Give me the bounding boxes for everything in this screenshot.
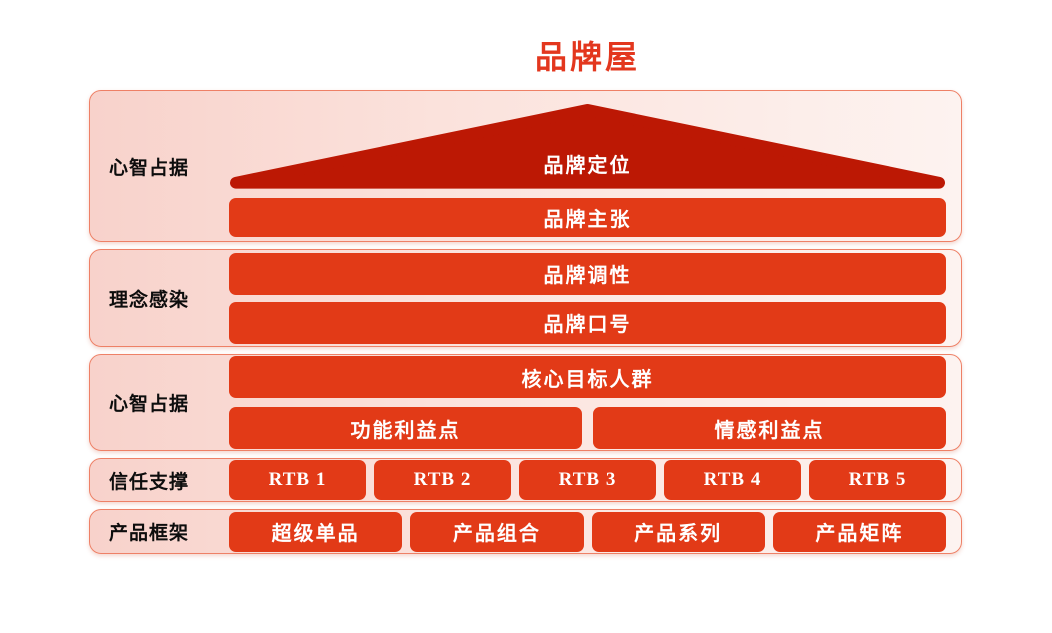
section-label-mindshare: 心智占据 — [109, 394, 190, 415]
section-content: 超级单品 产品组合 产品系列 产品矩阵 — [229, 510, 946, 553]
roof: 品牌定位 — [229, 103, 946, 190]
bar-rtb-2: RTB 2 — [374, 460, 511, 500]
page-title: 品牌屋 — [534, 39, 640, 75]
bar-rtb-5: RTB 5 — [809, 460, 946, 500]
bar-product-matrix: 产品矩阵 — [772, 511, 946, 552]
rtb-row: RTB 1 RTB 2 RTB 3 RTB 4 RTB 5 — [229, 460, 946, 500]
section-product-framework: 产品框架 超级单品 产品组合 产品系列 产品矩阵 — [89, 509, 962, 554]
section-mindshare-benefits: 心智占据 核心目标人群 功能利益点 情感利益点 — [89, 354, 962, 451]
section-mindshare-top: 心智占据 品牌定位 品牌主张 — [89, 90, 962, 242]
bar-rtb-1: RTB 1 — [229, 460, 366, 500]
section-content: 核心目标人群 功能利益点 情感利益点 — [229, 355, 946, 450]
section-label-product-framework: 产品框架 — [109, 523, 190, 544]
bar-rtb-4: RTB 4 — [664, 460, 801, 500]
bar-emotional-benefit: 情感利益点 — [593, 407, 946, 449]
bar-brand-positioning: 品牌定位 — [543, 154, 632, 177]
bar-brand-proposition: 品牌主张 — [229, 197, 946, 237]
section-label-trust-support: 信任支撑 — [109, 471, 190, 493]
section-content: RTB 1 RTB 2 RTB 3 RTB 4 RTB 5 — [229, 459, 946, 501]
title-row: 品牌屋 — [89, 33, 962, 81]
bar-functional-benefit: 功能利益点 — [229, 407, 582, 449]
benefit-row: 功能利益点 情感利益点 — [229, 407, 946, 449]
bar-brand-tonality: 品牌调性 — [229, 252, 946, 295]
brand-house-diagram: 品牌屋 心智占据 品牌定位 品牌主张 理念感染 品牌调性 品牌口号 心智占据 核… — [89, 33, 962, 554]
section-content: 品牌定位 品牌主张 — [229, 91, 946, 241]
bar-core-target-audience: 核心目标人群 — [229, 356, 946, 398]
bar-rtb-3: RTB 3 — [519, 460, 656, 500]
roof-triangle-icon — [229, 103, 946, 189]
section-content: 品牌调性 品牌口号 — [229, 250, 946, 346]
section-concept-influence: 理念感染 品牌调性 品牌口号 — [89, 249, 962, 347]
section-trust-support: 信任支撑 RTB 1 RTB 2 RTB 3 RTB 4 RTB 5 — [89, 458, 962, 502]
bar-hero-product: 超级单品 — [229, 511, 403, 552]
section-label-concept-influence: 理念感染 — [109, 289, 190, 311]
bar-product-series: 产品系列 — [591, 511, 765, 552]
section-label-mindshare: 心智占据 — [109, 157, 190, 179]
bar-product-portfolio: 产品组合 — [410, 511, 584, 552]
bar-brand-slogan: 品牌口号 — [229, 301, 946, 344]
product-row: 超级单品 产品组合 产品系列 产品矩阵 — [229, 511, 946, 552]
